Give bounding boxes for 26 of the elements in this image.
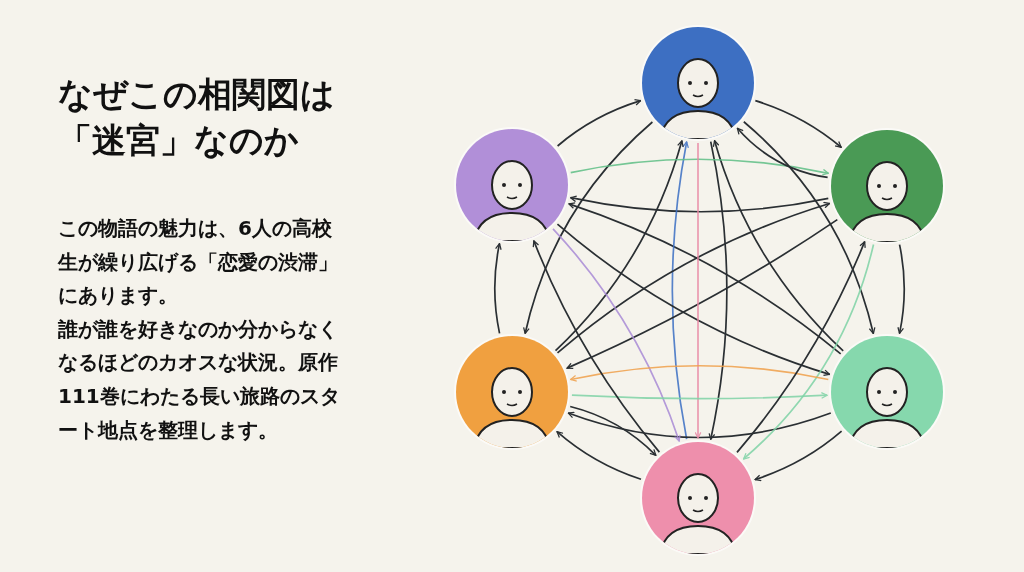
arrow xyxy=(897,243,906,335)
arrow xyxy=(556,430,642,481)
body-text: この物語の魅力は、6人の高校生が繰り広げる「恋愛の渋滞」にあります。 xyxy=(58,215,339,310)
arrow xyxy=(569,158,830,176)
arrow xyxy=(552,227,681,442)
arrow xyxy=(671,141,690,440)
arrow xyxy=(569,405,657,457)
arrow xyxy=(742,120,876,335)
arrow xyxy=(754,99,843,149)
arrow xyxy=(554,139,684,352)
arrow xyxy=(569,195,830,213)
arrow xyxy=(532,240,661,453)
arrow xyxy=(694,142,702,439)
arrow xyxy=(523,121,654,335)
arrow xyxy=(571,392,828,400)
avatar-circle xyxy=(642,27,754,139)
title: なぜこの相関図は「迷宮」なのか xyxy=(58,73,336,162)
arrow xyxy=(556,99,642,147)
arrow xyxy=(712,139,845,352)
arrow xyxy=(567,411,832,439)
arrow xyxy=(569,364,830,382)
arrow xyxy=(754,430,843,482)
body-text: 誰が誰を好きなのか分からなくなるほどのカオスな状況。原作111巻にわたる長い旅路のスタート地点を整理します。 xyxy=(58,315,341,444)
arrow xyxy=(736,127,829,179)
arrow xyxy=(708,140,728,441)
arrow xyxy=(493,242,502,335)
